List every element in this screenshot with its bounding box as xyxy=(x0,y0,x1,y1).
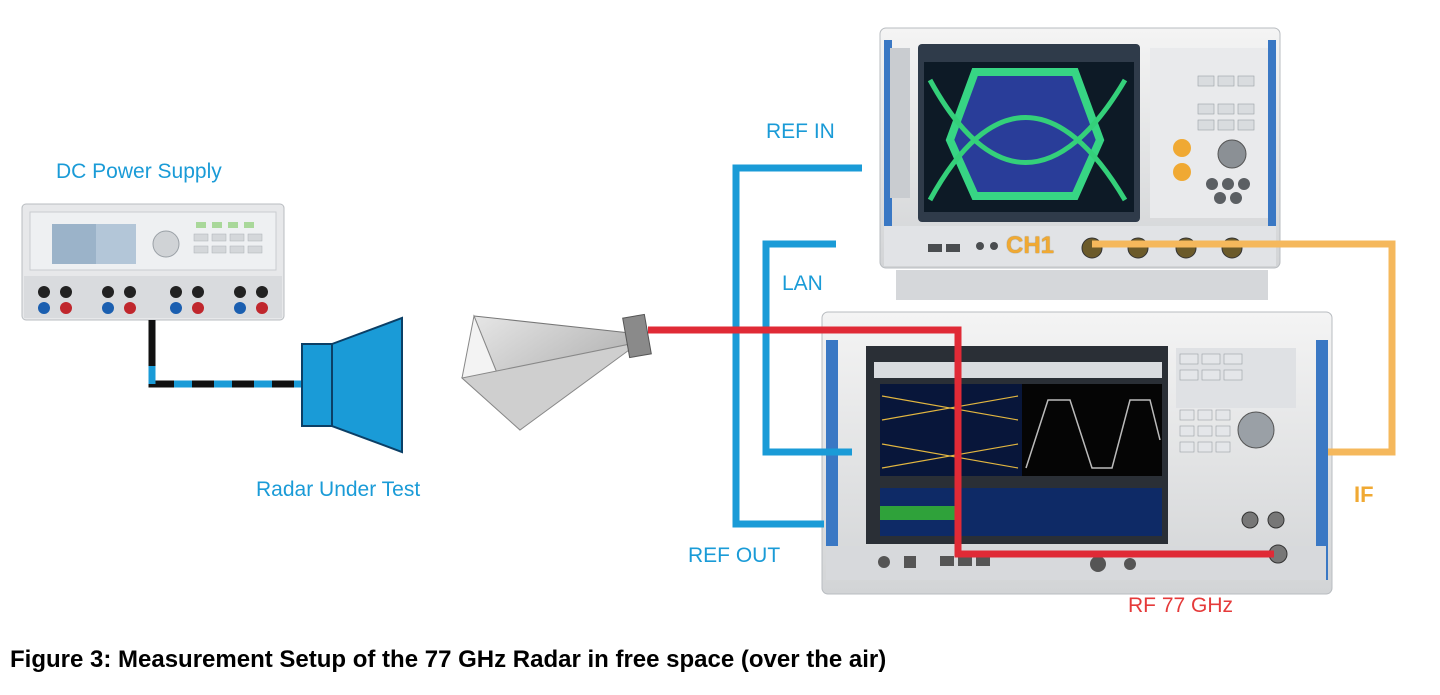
if-cable xyxy=(1232,240,1396,456)
dc-power-supply-icon xyxy=(21,203,285,321)
signal-analyzer-icon xyxy=(821,311,1333,595)
power-cable xyxy=(148,320,302,388)
label-rf-77ghz: RF 77 GHz xyxy=(1128,594,1234,617)
label-if: IF xyxy=(1354,482,1374,507)
label-dc-power-supply: DC Power Supply xyxy=(56,160,222,183)
label-lan: LAN xyxy=(782,272,823,295)
figure-caption: Figure 3: Measurement Setup of the 77 GH… xyxy=(10,646,887,673)
label-ch1: CH1 xyxy=(1006,232,1055,259)
label-radar-under-test: Radar Under Test xyxy=(256,478,421,501)
label-ref-in: REF IN xyxy=(766,120,835,143)
lan-cable xyxy=(762,240,852,456)
setup-diagram xyxy=(21,27,1396,595)
radar-horn-icon xyxy=(301,316,403,454)
label-ref-out: REF OUT xyxy=(688,544,781,567)
ref-cable xyxy=(732,164,862,528)
horn-antenna-icon xyxy=(460,313,652,431)
rf-cable xyxy=(648,326,1274,558)
oscilloscope-icon xyxy=(879,27,1281,300)
